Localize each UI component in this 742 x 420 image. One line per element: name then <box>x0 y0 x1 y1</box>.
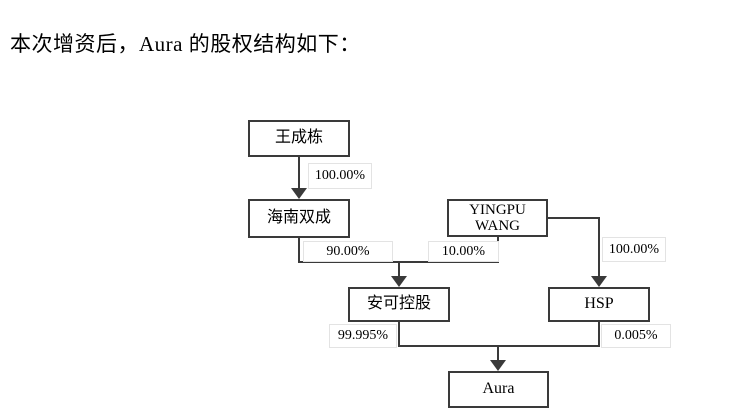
edge-label-yingpu-to-anke: 10.00% <box>428 241 499 262</box>
node-anke-holdings: 安可控股 <box>348 287 450 322</box>
edge-junction-anke-stem-line <box>398 261 400 277</box>
edge-yingpu-to-hsp-horizontal-line <box>548 217 600 219</box>
edge-junction-anke-arrowhead <box>391 276 407 287</box>
edge-label-hainan-to-anke: 90.00% <box>303 241 393 262</box>
node-hainan-shuangcheng-label: 海南双成 <box>266 209 331 227</box>
edge-label-yingpu-to-hsp: 100.00% <box>602 237 666 262</box>
node-aura: Aura <box>448 371 549 408</box>
node-hsp-label: HSP <box>584 295 614 313</box>
node-hsp: HSP <box>548 287 650 322</box>
edge-yingpu-to-hsp-line <box>598 217 600 277</box>
node-aura-label: Aura <box>482 380 515 398</box>
node-yingpu-wang-label-line1: YINGPU <box>469 201 526 218</box>
node-wang-chengdong: 王成栋 <box>248 120 350 157</box>
edge-label-hsp-to-aura: 0.005% <box>601 324 671 348</box>
edge-wang-to-hainan-line <box>298 157 300 188</box>
caption-text: 本次增资后，Aura 的股权结构如下： <box>10 32 361 56</box>
edge-anke-to-aura-line <box>398 322 400 347</box>
edge-wang-to-hainan-arrowhead <box>291 188 307 199</box>
node-yingpu-wang-label-line2: WANG <box>475 218 520 234</box>
edge-junction-aura-horizontal-line <box>398 345 600 347</box>
edge-label-wang-to-hainan: 100.00% <box>308 163 372 189</box>
node-yingpu-wang: YINGPU WANG <box>447 199 548 237</box>
node-anke-holdings-label: 安可控股 <box>366 295 431 313</box>
edge-yingpu-to-hsp-arrowhead <box>591 276 607 287</box>
edge-label-anke-to-aura: 99.995% <box>329 324 397 348</box>
edge-junction-aura-stem-line <box>497 345 499 361</box>
edge-hsp-to-aura-line <box>598 321 600 347</box>
node-wang-chengdong-label: 王成栋 <box>274 129 323 147</box>
edge-hainan-to-anke-line <box>298 238 300 263</box>
edge-junction-aura-arrowhead <box>490 360 506 371</box>
node-hainan-shuangcheng: 海南双成 <box>248 199 350 238</box>
